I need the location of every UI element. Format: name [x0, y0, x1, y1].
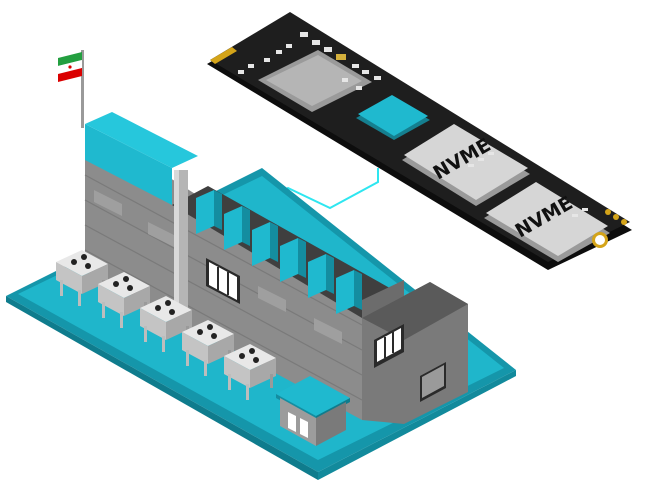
ssd-small-components — [238, 32, 381, 90]
factory-cyan-band — [85, 124, 172, 205]
ac-unit — [224, 344, 276, 400]
guard-house-window — [288, 412, 296, 432]
flag-pole — [81, 50, 84, 128]
factory-window — [206, 258, 240, 304]
ssd-cyan-chip — [358, 95, 428, 136]
guard-house-icon — [276, 376, 350, 446]
factory-wall-panels — [94, 190, 342, 344]
guard-house-door — [300, 418, 308, 438]
ac-unit — [56, 250, 108, 306]
factory-roof-units — [196, 190, 362, 314]
ac-unit — [182, 320, 234, 376]
factory-garage-door — [420, 362, 446, 402]
nvme-chip-1 — [404, 124, 528, 200]
ssd-gold-connector — [210, 47, 237, 64]
nvme-chip-2 — [486, 182, 608, 256]
iran-flag-icon — [58, 50, 84, 128]
nvme-ssd-icon: NVME NVME — [207, 12, 632, 270]
rooftop-ac-units-icon — [56, 250, 276, 400]
factory-side-window — [374, 324, 404, 368]
ssd-gold-pads — [605, 209, 627, 225]
factory-building-icon — [84, 112, 468, 424]
